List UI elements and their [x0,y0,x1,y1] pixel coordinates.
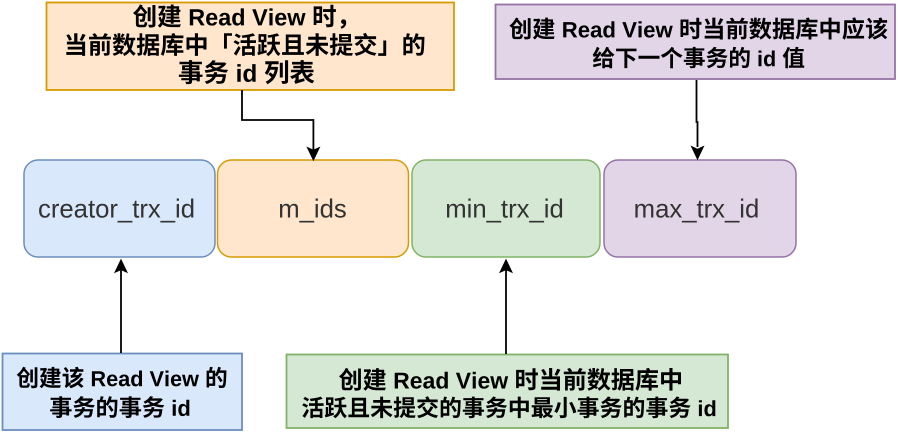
svg-text:m_ids: m_ids [278,196,347,224]
svg-text:max_trx_id: max_trx_id [634,196,760,224]
svg-text:creator_trx_id: creator_trx_id [38,196,195,224]
svg-text:min_trx_id: min_trx_id [445,196,564,224]
